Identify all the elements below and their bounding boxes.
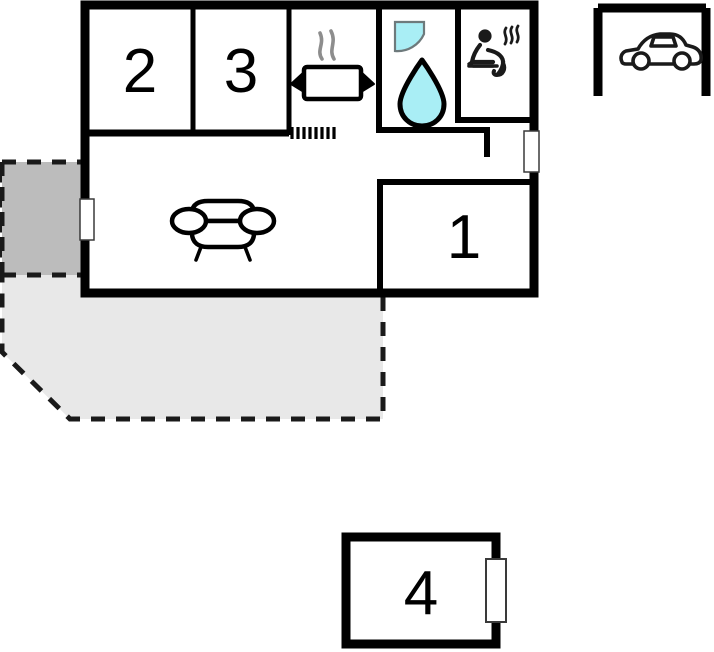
steam-wisp-right (329, 29, 336, 61)
interior-walls (85, 5, 534, 293)
door-outbuilding-east[interactable] (485, 558, 507, 623)
car-window (649, 35, 678, 48)
car-icon (619, 32, 703, 71)
room-labels: 2 3 1 4 (123, 37, 481, 628)
sauna-person-head (478, 29, 492, 43)
stove-handle-left (290, 71, 305, 93)
sauna-heat-wave-2 (509, 25, 514, 45)
raised-deck-outline (0, 159, 86, 278)
raised-deck-area (0, 159, 86, 278)
shower-quadrant (393, 20, 426, 53)
sofa-arm-right (237, 206, 277, 236)
steam-wisp-left (318, 31, 324, 61)
sofa-icon (169, 198, 277, 262)
carport-walls (593, 3, 711, 96)
stove-icon (290, 29, 375, 102)
car-body (619, 32, 703, 66)
sauna-heat-wave-1 (503, 26, 508, 46)
water-drop-icon (397, 57, 447, 129)
water-drop-shape (397, 57, 447, 129)
room-label-1: 1 (447, 203, 481, 272)
stove-pot-body (301, 64, 364, 102)
car-wheel-rear (672, 51, 692, 71)
carport (593, 3, 711, 96)
stove-handle-right (360, 71, 375, 93)
terrace-outline (0, 159, 386, 422)
door-east-exterior[interactable] (523, 130, 540, 173)
sofa-leg-left (194, 245, 203, 262)
door-living-room-west[interactable] (79, 198, 95, 241)
sauna-heat-wave-3 (515, 24, 520, 44)
outbuilding-4 (341, 532, 507, 649)
openings-group (79, 130, 540, 241)
room-label-4: 4 (404, 559, 438, 628)
sofa-seat (189, 218, 257, 250)
car-wheel-front (631, 51, 651, 71)
sofa-arm-left (169, 206, 209, 236)
sauna-person-leg (491, 61, 507, 77)
shower-icon (393, 20, 426, 53)
radiator-icon (290, 127, 336, 139)
sauna-icon (467, 24, 520, 77)
room-label-2: 2 (123, 37, 157, 106)
room-label-3: 3 (224, 37, 258, 106)
terrace-fill (2, 162, 383, 419)
terrace-area (0, 159, 386, 422)
sofa-leg-right (243, 245, 252, 262)
raised-deck-fill (2, 162, 86, 275)
